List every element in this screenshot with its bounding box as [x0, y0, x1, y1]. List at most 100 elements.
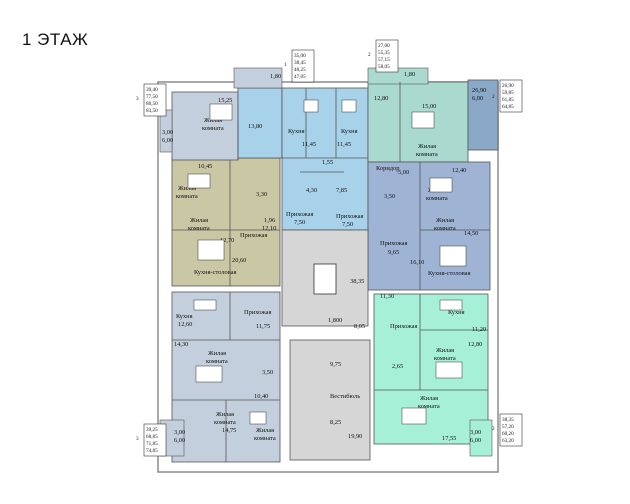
table-3-v1: 39,40 [146, 87, 158, 93]
area-label: 12,10 [262, 225, 276, 232]
room-name: Жилая [178, 185, 196, 192]
room-name: Прихожая [390, 323, 417, 330]
room-name: комната [176, 193, 198, 200]
table-4-rooms: 2 [492, 94, 495, 100]
zone-slate-right [367, 161, 491, 291]
table-5-v3: 71,85 [146, 441, 158, 447]
table-4-v4: 64,85 [502, 104, 514, 110]
area-label: 14,30 [174, 341, 188, 348]
room-name: Вестибюль [330, 393, 360, 400]
table-3-v4: 83,50 [146, 108, 158, 114]
table-5-v4: 74,85 [146, 448, 158, 454]
table-4-v2: 59,85 [502, 90, 514, 96]
area-label: 19,90 [348, 433, 362, 440]
table-1-v1: 35,00 [294, 53, 306, 59]
area-label: 15,25 [218, 97, 232, 104]
area-label: 15,00 [422, 103, 436, 110]
area-label: 5,00 [398, 169, 409, 176]
room-name: Жилая [256, 427, 274, 434]
room-name: Прихожая [380, 240, 407, 247]
area-label: 6,00 [174, 437, 185, 444]
area-label: 11,75 [256, 323, 270, 330]
table-4-v3: 61,85 [502, 97, 514, 103]
area-label: 6,00 [472, 95, 483, 102]
room-name: Жилая [190, 217, 208, 224]
table-5-v1: 39,25 [146, 427, 158, 433]
table-2-v3: 57,15 [378, 57, 390, 63]
area-label: 12,80 [374, 95, 388, 102]
table-5: 3 39,25 68,85 71,85 74,85 [136, 423, 167, 457]
area-label: 1,96 [264, 217, 275, 224]
zone-steel-right [467, 79, 499, 151]
area-label: 16,10 [410, 259, 424, 266]
balcony-bottom-right [469, 419, 493, 457]
area-label: 8,25 [330, 419, 341, 426]
area-label: 11,30 [380, 293, 394, 300]
table-6-v4: 63,20 [502, 438, 514, 444]
area-label: 20,60 [232, 257, 246, 264]
table-3-rooms: 3 [136, 96, 139, 102]
table-2-v4: 58,05 [378, 64, 390, 70]
table-2-rooms: 2 [368, 52, 371, 58]
elevator [313, 263, 337, 295]
room-name: Кухня [341, 128, 358, 135]
table-6-rooms: 2 [492, 426, 495, 432]
area-label: 3,30 [256, 191, 267, 198]
area-label: 1,80 [270, 73, 281, 80]
area-label: 12,70 [220, 237, 234, 244]
room-name: комната [202, 125, 224, 132]
table-1-v2: 38,45 [294, 60, 306, 66]
room-name: комната [188, 225, 210, 232]
table-5-v2: 68,85 [146, 434, 158, 440]
area-label: 14,50 [464, 230, 478, 237]
table-5-rooms: 3 [136, 436, 139, 442]
area-label: 3,00 [174, 429, 185, 436]
area-label: 3,50 [262, 369, 273, 376]
room-name: комната [418, 403, 440, 410]
room-name: Жилая [204, 117, 222, 124]
room-name: комната [206, 358, 228, 365]
table-2-v1: 27,00 [378, 43, 390, 49]
room-name: Кухня [176, 313, 193, 320]
area-label: 2,65 [392, 363, 403, 370]
room-name: Кухня [448, 309, 465, 316]
area-label: 12,80 [468, 341, 482, 348]
table-4: 2 26,90 59,85 61,85 64,85 [492, 79, 523, 113]
area-label: 17,55 [442, 435, 456, 442]
area-label: 38,35 [350, 278, 364, 285]
zone-mint-bottom-right [373, 293, 489, 445]
area-label: 6,00 [470, 437, 481, 444]
room-name: Жилая [420, 395, 438, 402]
table-2: 2 27,00 55,35 57,15 58,05 [368, 39, 399, 73]
furniture [187, 99, 467, 425]
room-name: Прихожая [286, 211, 313, 218]
area-label: 14,75 [222, 427, 236, 434]
area-label: 7,85 [336, 187, 347, 194]
table-1-v3: 40,25 [294, 67, 306, 73]
floor-title: 1 ЭТАЖ [22, 30, 89, 49]
area-label: 12,40 [452, 167, 466, 174]
area-label: 11,45 [337, 141, 351, 148]
table-1-rooms: 1 [284, 62, 287, 68]
area-label: 1,80 [404, 71, 415, 78]
table-2-v2: 55,35 [378, 50, 390, 56]
room-name: Прихожая [336, 213, 363, 220]
room-name: Кухня [288, 128, 305, 135]
area-label: 9,75 [330, 361, 341, 368]
area-label: 6,00 [162, 137, 173, 144]
room-name: Жилая [208, 350, 226, 357]
area-label: 26,90 [472, 87, 486, 94]
room-name: комната [426, 195, 448, 202]
area-label: 8,05 [354, 323, 365, 330]
area-label: 12,60 [178, 321, 192, 328]
table-6-v2: 57,20 [502, 424, 514, 430]
room-name: Жилая [216, 411, 234, 418]
zone-stairs [289, 339, 371, 461]
table-3: 3 39,40 77,50 80,50 83,50 [136, 83, 167, 117]
room-name: комната [416, 151, 438, 158]
room-name: Жилая [436, 217, 454, 224]
area-label: 7,50 [342, 221, 353, 228]
table-1: 1 35,00 38,45 40,25 47,05 [284, 49, 315, 83]
area-label: 3,00 [470, 429, 481, 436]
